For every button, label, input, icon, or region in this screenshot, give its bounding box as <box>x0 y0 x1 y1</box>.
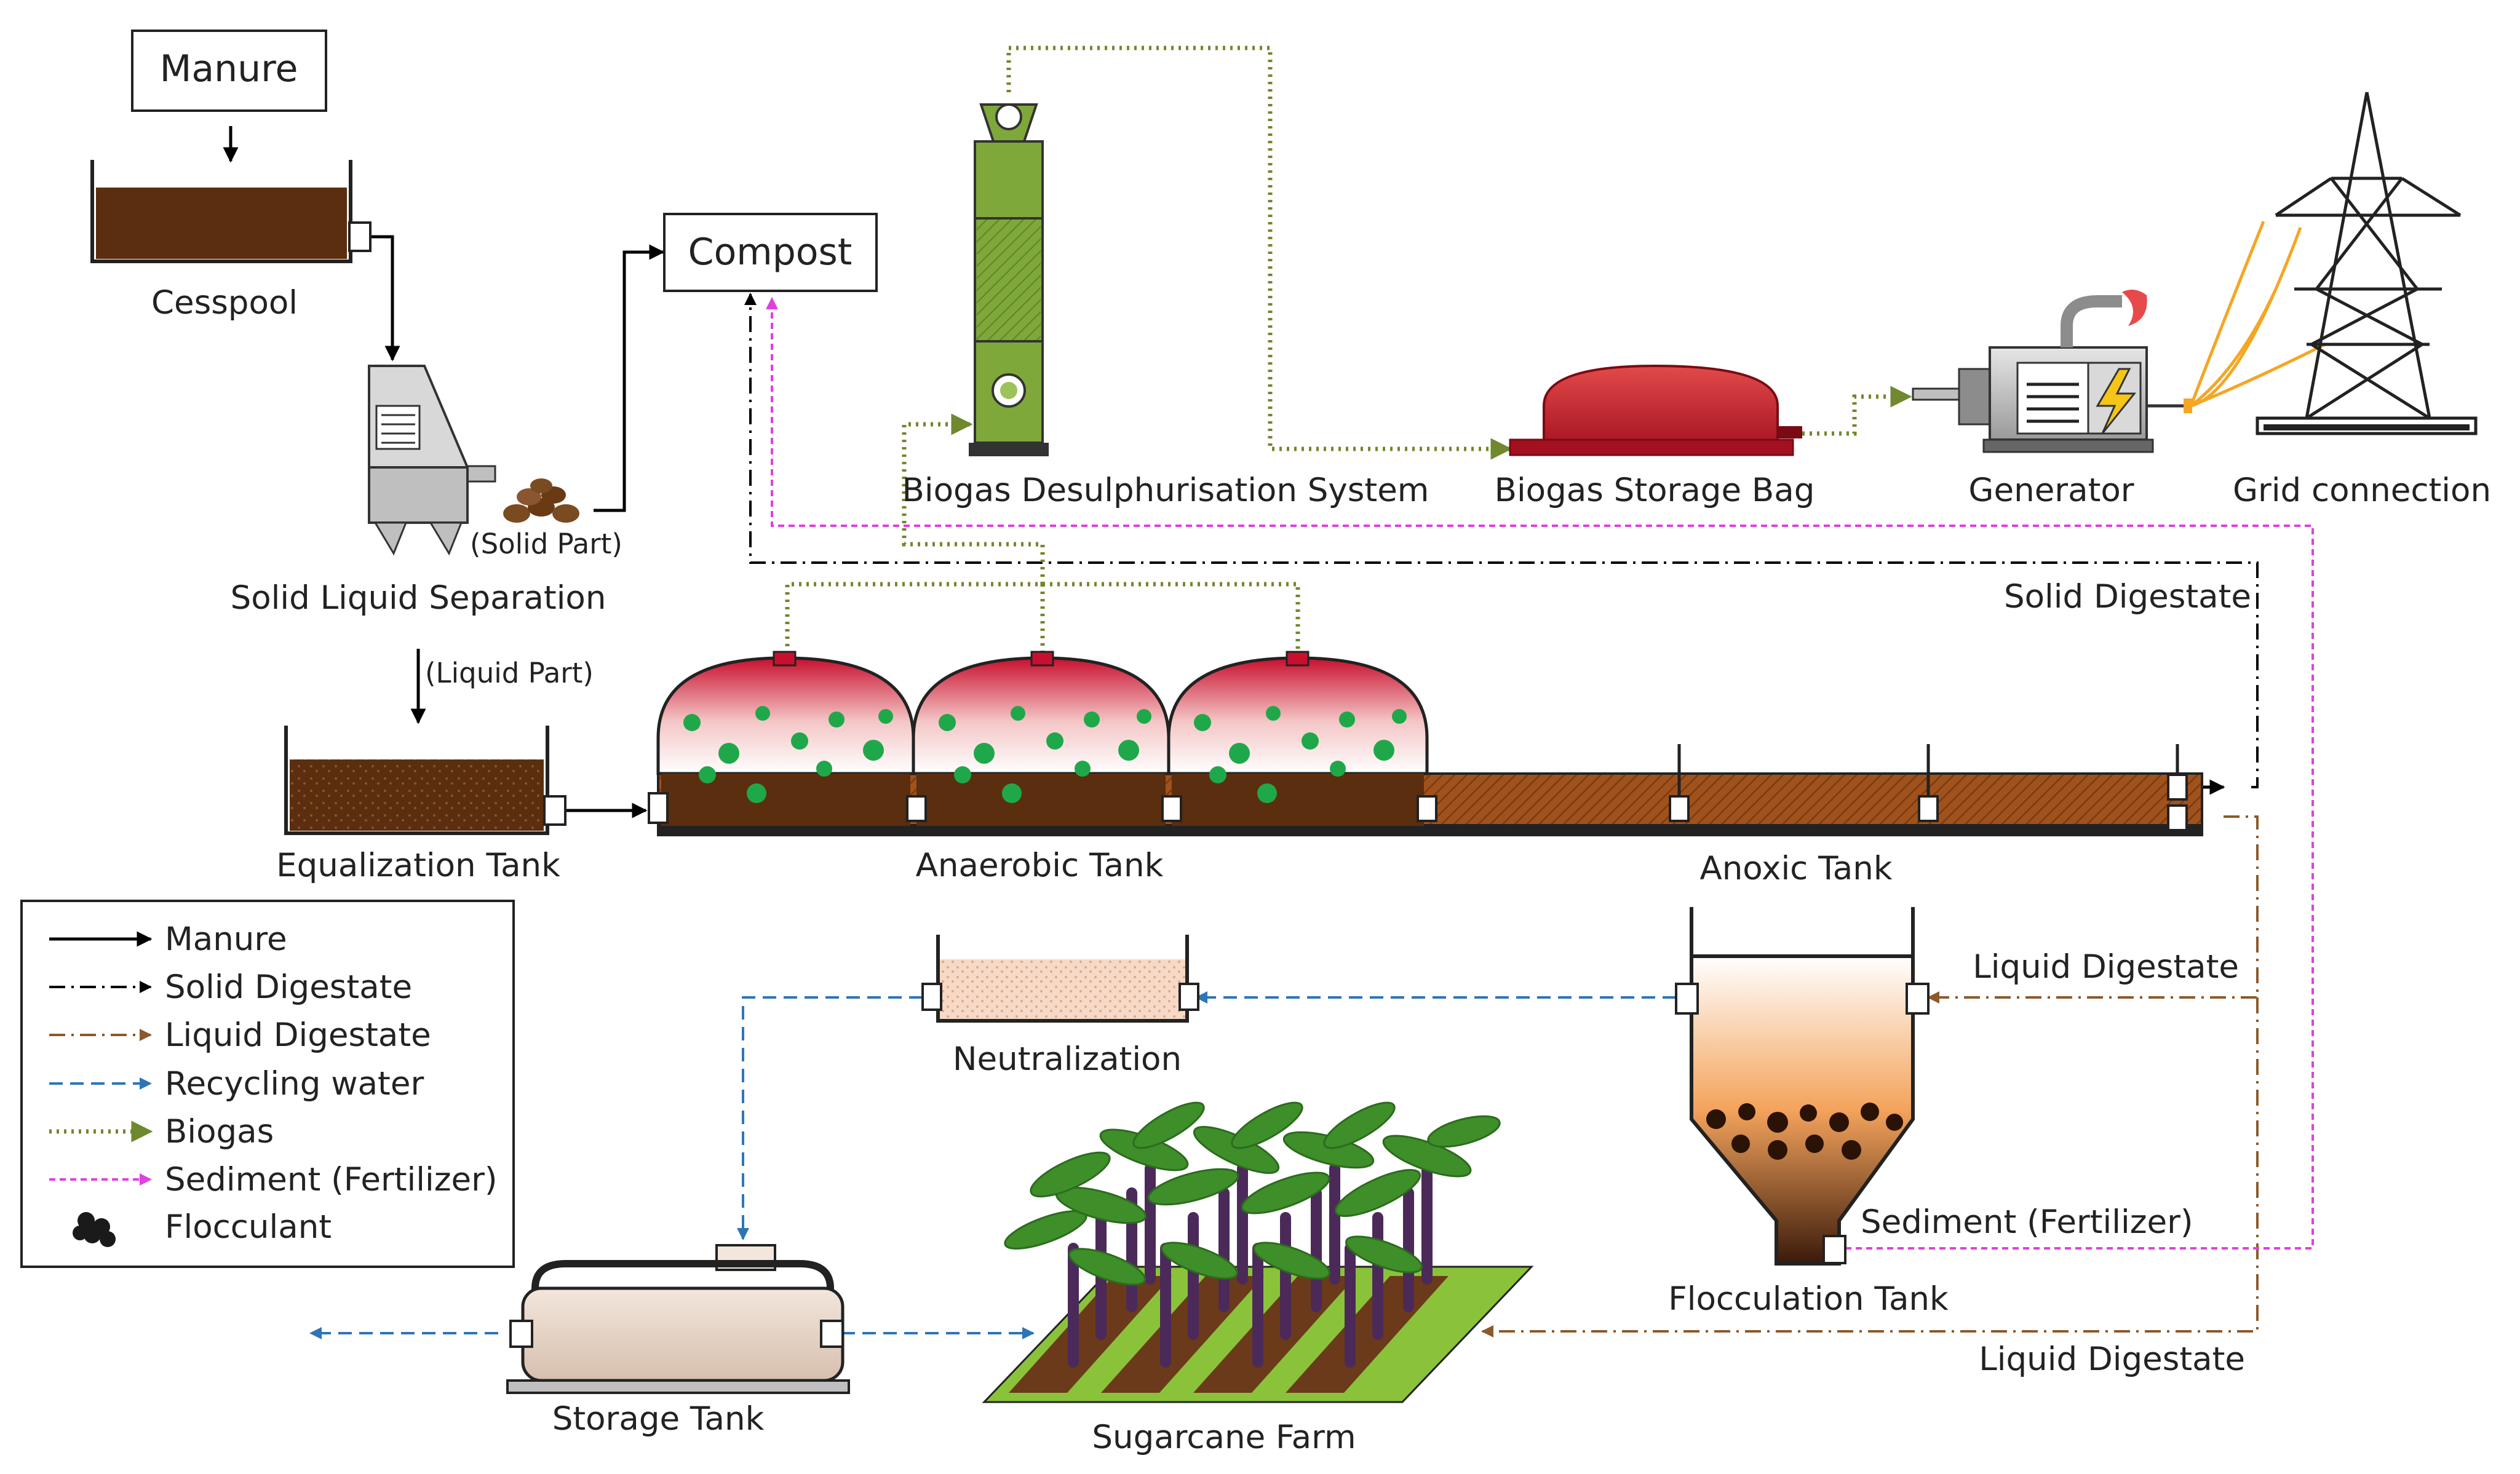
anaerobic-dome-3 <box>1167 651 1429 826</box>
tank-valves <box>648 774 2188 831</box>
anaerobic-tank-label: Anaerobic Tank <box>916 847 1164 884</box>
flocculant-icon <box>73 1212 116 1247</box>
neutralization-to-storage-line <box>737 996 923 1240</box>
compost-box: Compost <box>663 213 878 292</box>
legend-item-solid-digestate: Solid Digestate <box>49 969 412 1006</box>
legend: Manure Solid Digestate Liquid Digestate … <box>20 900 515 1268</box>
liquid-part-label: (Liquid Part) <box>425 657 594 689</box>
legend-item-recycling-water: Recycling water <box>49 1065 424 1103</box>
sugarcane-farm-label: Sugarcane Farm <box>1092 1419 1356 1456</box>
lightning-icon <box>2096 368 2137 434</box>
separator-to-compost-line <box>594 244 665 512</box>
cesspool-to-separator-line <box>369 235 400 362</box>
flow-lines <box>223 46 2314 1339</box>
biogas-bubbles <box>683 706 1407 803</box>
desulphurisation-to-bag-line <box>1006 46 1512 460</box>
separator-label: Solid Liquid Separation <box>231 579 606 617</box>
legend-item-liquid-digestate: Liquid Digestate <box>49 1016 431 1054</box>
solid-digestate-line <box>744 293 2259 788</box>
cesspool: Cesspool <box>90 160 372 322</box>
bag-to-generator-line <box>1802 386 1912 436</box>
liquid-digestate-line-upper <box>1927 815 2259 1004</box>
desulphurisation-tower: Biogas Desulphurisation System <box>902 103 1429 509</box>
grid-pylon: Grid connection <box>2189 92 2491 509</box>
svg-text:Manure: Manure <box>165 921 287 958</box>
neutralization-tank: Neutralization <box>921 935 1199 1078</box>
solid-part-label: (Solid Part) <box>470 528 622 560</box>
flocculation-tank-label: Flocculation Tank <box>1668 1280 1949 1318</box>
equalization-tank-label: Equalization Tank <box>276 847 560 884</box>
manure-label: Manure <box>160 47 298 90</box>
biogas-to-desulphurisation-line <box>902 413 1045 584</box>
equalization-tank: Equalization Tank <box>276 726 566 884</box>
sediment-fertilizer-line <box>766 297 2314 1250</box>
legend-item-flocculant: Flocculant <box>73 1208 332 1247</box>
svg-text:Recycling water: Recycling water <box>165 1065 424 1103</box>
generator-label: Generator <box>1968 472 2134 509</box>
manure-box: Manure <box>131 30 327 112</box>
desulphurisation-label: Biogas Desulphurisation System <box>902 472 1429 509</box>
anaerobic-dome-1 <box>656 651 915 826</box>
generator: Generator <box>1912 290 2192 509</box>
liquid-digestate-lower-label: Liquid Digestate <box>1979 1341 2245 1378</box>
flocculation-tank: Flocculation Tank <box>1668 907 1949 1318</box>
solid-liquid-separator: Solid Liquid Separation <box>231 365 606 617</box>
legend-item-sediment: Sediment (Fertilizer) <box>49 1161 498 1199</box>
legend-item-biogas: Biogas <box>49 1113 274 1151</box>
compost-label: Compost <box>688 231 853 274</box>
neutralization-label: Neutralization <box>953 1040 1182 1078</box>
grid-connection-label: Grid connection <box>2233 472 2491 509</box>
svg-text:Sediment (Fertilizer): Sediment (Fertilizer) <box>165 1161 498 1199</box>
storage-bag-label: Biogas Storage Bag <box>1495 472 1815 509</box>
legend-item-manure: Manure <box>49 921 287 958</box>
biogas-storage-bag: Biogas Storage Bag <box>1495 364 1815 509</box>
storage-tank: Storage Tank <box>506 1244 850 1438</box>
anaerobic-dome-2 <box>912 651 1171 826</box>
anaerobic-anoxic-tank: Anaerobic Tank Anoxic Tank <box>648 651 2203 887</box>
svg-text:Biogas: Biogas <box>165 1113 274 1151</box>
storage-tank-label: Storage Tank <box>552 1400 765 1438</box>
cesspool-label: Cesspool <box>151 284 298 322</box>
sediment-label: Sediment (Fertilizer) <box>1861 1203 2193 1241</box>
svg-text:Liquid Digestate: Liquid Digestate <box>165 1016 431 1054</box>
solid-part-pile: (Solid Part) <box>470 478 622 560</box>
liquid-digestate-upper-label: Liquid Digestate <box>1973 948 2239 986</box>
svg-text:Flocculant: Flocculant <box>165 1208 332 1246</box>
sugarcane-farm: Sugarcane Farm <box>982 1101 1534 1456</box>
solid-digestate-label: Solid Digestate <box>2004 578 2251 616</box>
anoxic-tank-label: Anoxic Tank <box>1699 850 1892 887</box>
svg-text:Solid Digestate: Solid Digestate <box>165 969 412 1006</box>
biogas-tanks-collector-line <box>785 582 1300 661</box>
